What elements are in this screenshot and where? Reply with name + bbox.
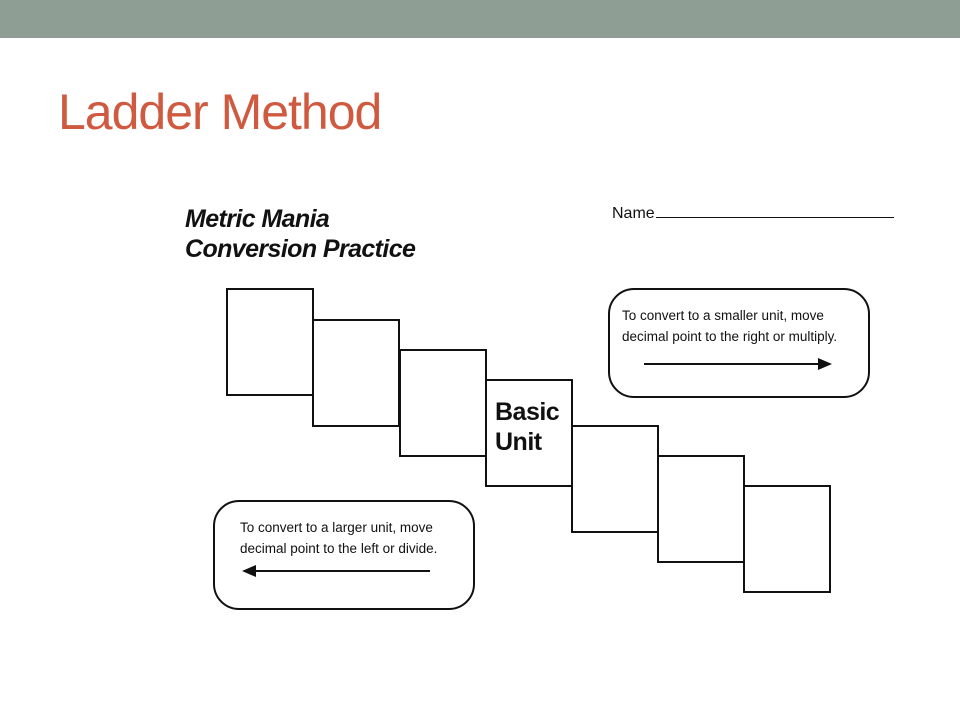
ladder-step-3 xyxy=(399,349,487,457)
ladder-step-basic-unit: Basic Unit xyxy=(485,379,573,487)
ladder-step-2 xyxy=(312,319,400,427)
ladder-step-7 xyxy=(743,485,831,593)
basic-unit-line-1: Basic xyxy=(495,398,560,426)
basic-unit-label: Basic Unit xyxy=(495,397,571,457)
larger-unit-note-line-1: To convert to a larger unit, move xyxy=(240,520,433,535)
worksheet-title-line-2: Conversion Practice xyxy=(185,235,416,263)
slide-title: Ladder Method xyxy=(58,84,382,140)
smaller-unit-note-line-1: To convert to a smaller unit, move xyxy=(622,308,824,323)
smaller-unit-note-line-2: decimal point to the right or multiply. xyxy=(622,329,838,344)
smaller-unit-note-text: To convert to a smaller unit, move decim… xyxy=(622,305,837,347)
worksheet-title-line-1: Metric Mania xyxy=(185,205,330,233)
larger-unit-note-line-2: decimal point to the left or divide. xyxy=(240,541,438,556)
basic-unit-line-2: Unit xyxy=(495,428,542,456)
larger-unit-note-text: To convert to a larger unit, move decima… xyxy=(240,517,437,559)
ladder-step-6 xyxy=(657,455,745,563)
ladder-step-5 xyxy=(571,425,659,533)
right-arrow-icon xyxy=(644,358,832,370)
left-arrow-icon xyxy=(242,565,430,577)
name-label: Name xyxy=(612,205,655,222)
smaller-unit-note xyxy=(608,288,870,398)
worksheet-title: Metric Mania Conversion Practice xyxy=(185,204,416,264)
name-blank-line xyxy=(655,217,894,218)
top-accent-bar xyxy=(0,0,960,38)
name-field: Name xyxy=(612,204,894,224)
ladder-step-1 xyxy=(226,288,314,396)
larger-unit-note xyxy=(213,500,475,610)
